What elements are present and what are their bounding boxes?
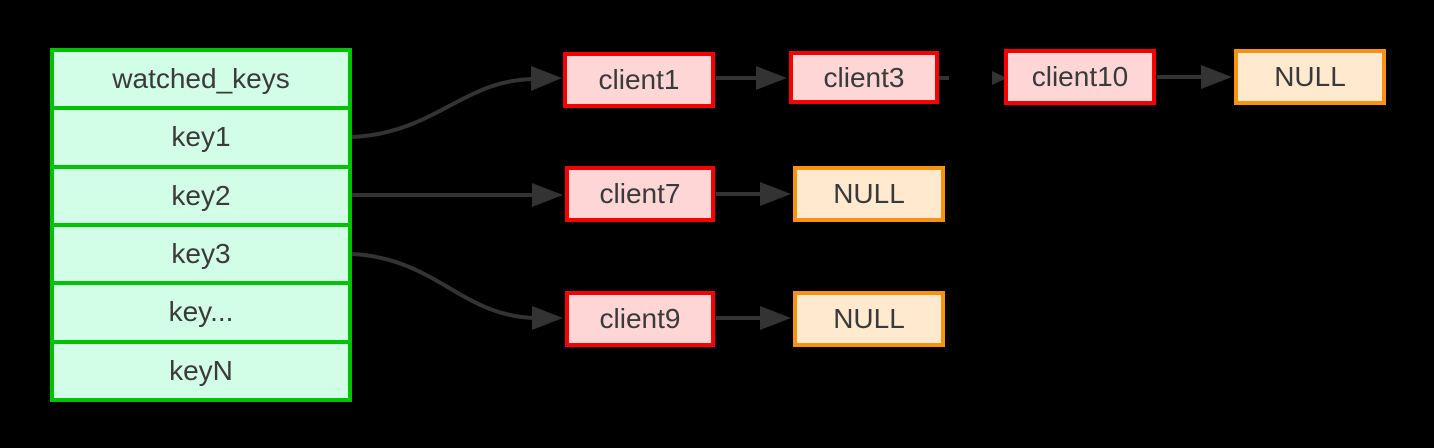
edge-client3-client10-arrowhead [992,71,1007,85]
edge-key2-client7-arrowhead [532,183,563,207]
table-row-key3: key3 [54,222,348,281]
edge-client10-null-arrowhead [1201,65,1232,89]
edge-client7-null-arrowhead [760,182,791,206]
node-null-row2: NULL [793,166,945,222]
node-null-row1: NULL [1234,49,1386,105]
node-client3: client3 [789,51,939,104]
edge-client9-null-arrowhead [760,306,791,330]
table-row-keyN: keyN [54,339,348,398]
node-null-row3: NULL [793,291,945,347]
table-row-key-ellipsis: key... [54,281,348,339]
table-row-watched-keys: watched_keys [112,63,290,95]
edge-key1-client1 [351,77,535,139]
node-client1: client1 [563,52,715,108]
node-client10: client10 [1004,49,1156,105]
table-row-key2: key2 [54,164,348,223]
edge-key1-client1-arrowhead [531,66,562,91]
watched-keys-table: watched_keys key1 key2 key3 key... keyN [50,48,352,402]
edge-key3-client9 [351,252,537,320]
table-row-key1: key1 [54,106,348,164]
node-client9: client9 [565,291,715,347]
edge-key3-client9-arrowhead [532,306,563,330]
node-client7: client7 [565,166,715,222]
edge-client1-client3-arrowhead [756,66,787,90]
